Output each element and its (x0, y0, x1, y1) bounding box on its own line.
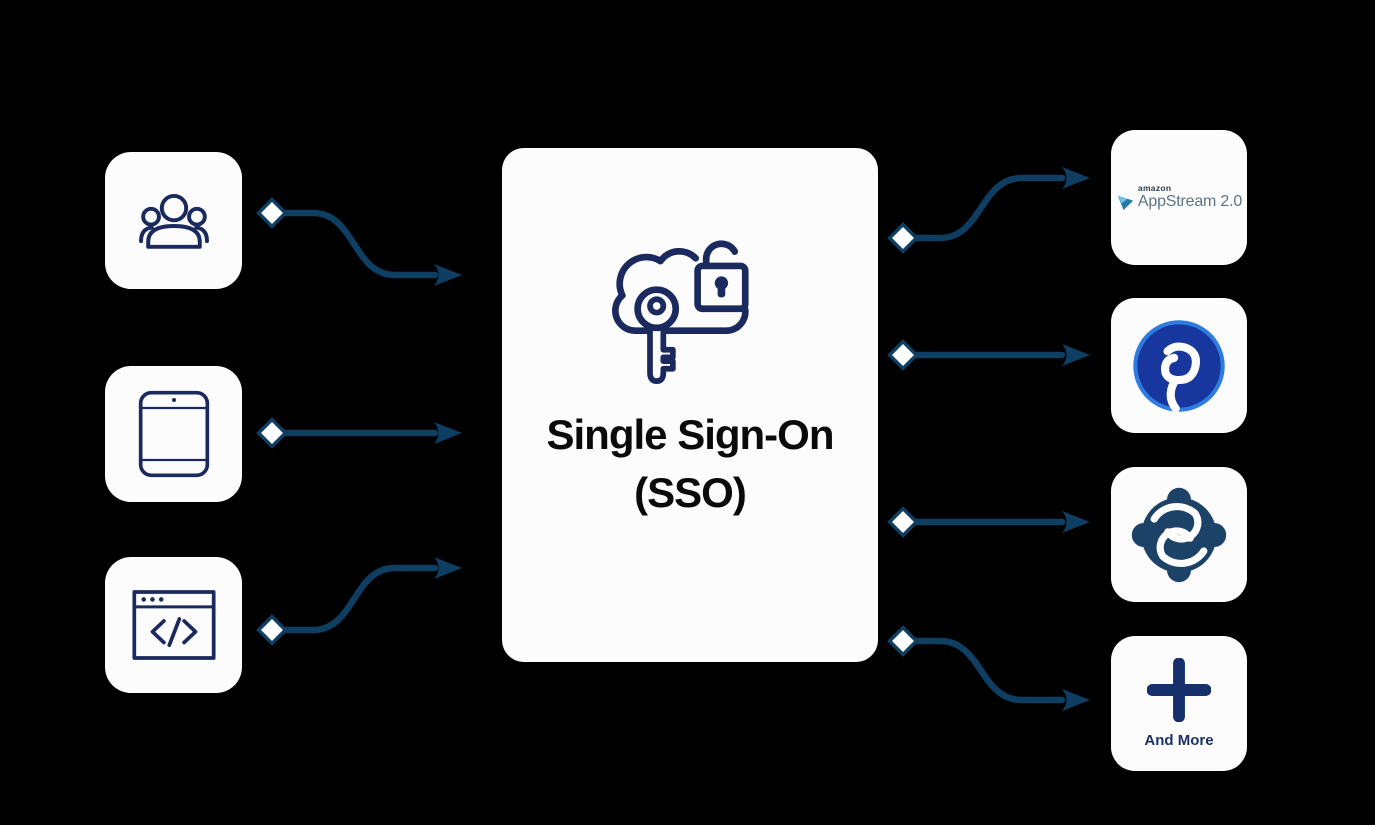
arrow-users-to-sso (281, 209, 439, 279)
source-card-code (105, 557, 242, 693)
interlocked-swirl-icon (1131, 487, 1227, 582)
tablet-icon (138, 390, 209, 478)
cloud-key-lock-icon (612, 240, 749, 384)
amazon-wordmark: amazon (1137, 182, 1172, 193)
sso-title-line1: Single Sign-On (546, 411, 835, 458)
sso-card: Single Sign-On (SSO) (502, 148, 878, 662)
arrow-sso-to-more (912, 637, 1066, 704)
sso-title: Single Sign-On (SSO) (546, 406, 835, 522)
sso-title-line2: (SSO) (634, 469, 747, 516)
app-card-appstream: amazon AppStream 2.0 (1111, 130, 1247, 265)
arrow-code-to-sso (281, 564, 439, 634)
app-card-pega (1111, 298, 1247, 433)
appstream-wordmark: AppStream 2.0 (1137, 193, 1243, 210)
and-more-label: And More (1144, 732, 1214, 749)
source-card-users (105, 152, 242, 289)
diamond-markers (256, 197, 919, 657)
app-card-and-more: And More (1111, 636, 1247, 771)
users-group-icon (138, 193, 209, 249)
app-card-swirl (1111, 467, 1247, 602)
appstream-triangle-icon (1117, 195, 1134, 210)
code-window-icon (131, 590, 216, 660)
arrowheads (434, 167, 1090, 711)
source-card-tablet (105, 366, 242, 502)
appstream-logo: amazon AppStream 2.0 (1116, 182, 1243, 212)
arrow-sso-to-appstream (912, 174, 1066, 242)
pega-circle-icon (1133, 319, 1225, 413)
plus-icon (1147, 658, 1211, 722)
